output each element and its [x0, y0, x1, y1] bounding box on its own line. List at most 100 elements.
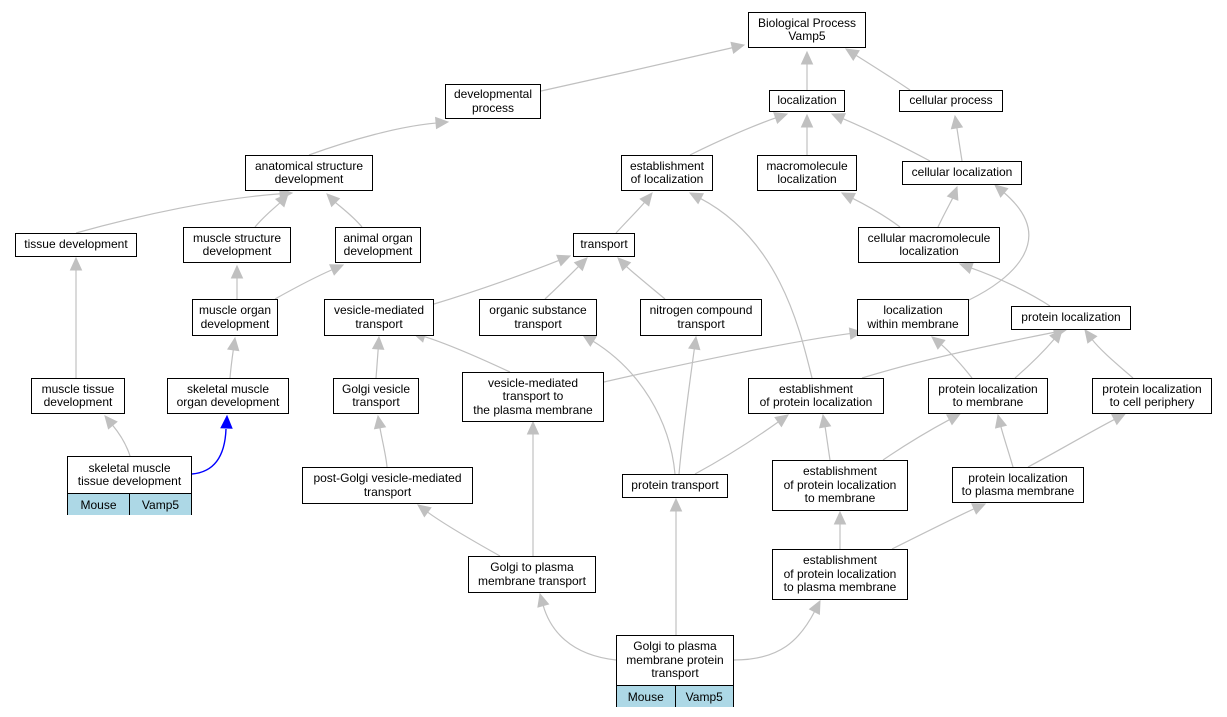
edge-arrowhead — [371, 335, 385, 350]
node-transport[interactable]: transport — [573, 233, 635, 257]
edge-prottrans-to-estprotloc — [694, 420, 780, 475]
edge-arrowhead — [1049, 329, 1063, 344]
node-protein-localization-to-membrane[interactable]: protein localization to membrane — [928, 378, 1048, 414]
node-vesicle-mediated-transport[interactable]: vesicle-mediated transport — [324, 299, 434, 336]
node-nitrogen-compound-transport[interactable]: nitrogen compound transport — [640, 299, 762, 336]
edge-arrowhead — [526, 420, 540, 435]
node-protein-localization-to-cell-periphery[interactable]: protein localization to cell periphery — [1092, 378, 1212, 414]
gene-node-skeletal-muscle-tissue-development[interactable]: skeletal muscle tissue development Mouse… — [67, 456, 192, 515]
edge-golgives-to-vesmed — [375, 347, 379, 379]
node-protein-localization[interactable]: protein localization — [1011, 306, 1131, 330]
edge-arrowhead — [946, 185, 959, 201]
edge-arrowhead — [227, 336, 240, 352]
edge-estloc-to-loc — [689, 117, 777, 156]
species-cell[interactable]: Mouse — [68, 494, 129, 515]
edge-arrowhead — [556, 254, 572, 267]
edge-arrowhead — [617, 257, 632, 272]
node-skeletal-muscle-organ-development[interactable]: skeletal muscle organ development — [167, 378, 289, 414]
gene-node-label: Golgi to plasma membrane protein transpo… — [626, 639, 724, 681]
edge-arrowhead — [994, 184, 1009, 198]
node-cellular-localization[interactable]: cellular localization — [902, 161, 1022, 185]
edge-transport-to-estloc — [615, 201, 646, 234]
edge-prottrans-to-orgsub — [592, 340, 676, 475]
node-muscle-tissue-development[interactable]: muscle tissue development — [31, 378, 125, 414]
edge-arrowhead — [69, 256, 83, 271]
edge-arrowhead — [688, 192, 704, 205]
edge-estprotlocmem-to-protlocmem — [882, 418, 951, 461]
edge-arrowhead — [994, 413, 1008, 429]
edge-arrowhead — [373, 414, 387, 430]
edge-arrowhead — [931, 336, 946, 350]
edge-skeltissue-to-musctissue — [111, 424, 131, 457]
edge-protlocpm-to-protlocperi — [1027, 418, 1116, 468]
node-localization-within-membrane[interactable]: localization within membrane — [857, 299, 969, 336]
node-establishment-of-protein-localization[interactable]: establishment of protein localization — [748, 378, 884, 414]
node-tissue-development[interactable]: tissue development — [15, 233, 137, 257]
node-anatomical-structure-development[interactable]: anatomical structure development — [245, 155, 373, 191]
edge-skelorgan-to-muscorgan — [229, 348, 235, 379]
edge-golgipmprot-to-golgipm — [542, 604, 617, 661]
edge-devproc-to-bp — [540, 46, 734, 92]
node-golgi-vesicle-transport[interactable]: Golgi vesicle transport — [333, 378, 419, 414]
edge-animorgan-to-anat — [334, 201, 363, 228]
node-macromolecule-localization[interactable]: macromolecule localization — [757, 155, 857, 191]
gene-node-label: skeletal muscle tissue development — [77, 460, 182, 488]
species-cell[interactable]: Mouse — [617, 686, 675, 707]
edge-arrowhead — [971, 503, 987, 515]
node-establishment-of-protein-localization-to-membrane[interactable]: establishment of protein localization to… — [772, 460, 908, 511]
edge-prottrans-to-nitro — [678, 347, 696, 475]
node-animal-organ-development[interactable]: animal organ development — [335, 227, 421, 263]
edge-arrowhead — [946, 413, 962, 426]
edge-arrowhead — [1084, 329, 1098, 344]
edge-protlocpm-to-protlocmem — [1000, 425, 1014, 468]
edge-arrowhead — [808, 599, 821, 615]
gene-annotation-row: Mouse Vamp5 — [617, 685, 733, 707]
edge-vesmed-to-transport — [433, 259, 561, 305]
node-vesicle-mediated-transport-to-plasma-membrane[interactable]: vesicle-mediated transport to the plasma… — [462, 372, 604, 422]
edge-anat-to-devproc — [308, 122, 438, 156]
edge-arrowhead — [848, 327, 864, 340]
gene-cell[interactable]: Vamp5 — [129, 494, 191, 515]
edge-arrowhead — [104, 415, 118, 430]
node-protein-localization-to-plasma-membrane[interactable]: protein localization to plasma membrane — [952, 467, 1084, 503]
node-golgi-to-plasma-membrane-transport[interactable]: Golgi to plasma membrane transport — [468, 556, 596, 593]
edge-arrowhead — [329, 264, 345, 276]
edge-arrowhead — [326, 193, 341, 208]
gene-cell[interactable]: Vamp5 — [674, 686, 733, 707]
edge-tissuedev-to-anat — [75, 193, 282, 234]
node-organic-substance-transport[interactable]: organic substance transport — [479, 299, 597, 336]
edge-nitro-to-transport — [625, 265, 666, 300]
node-biological-process[interactable]: Biological Process Vamp5 — [748, 12, 866, 48]
gene-node-golgi-to-plasma-membrane-protein-transport[interactable]: Golgi to plasma membrane protein transpo… — [616, 635, 734, 707]
edge-arrowhead — [220, 414, 233, 429]
edge-arrowhead — [774, 414, 789, 428]
node-muscle-organ-development[interactable]: muscle organ development — [192, 299, 278, 336]
node-cellular-macromolecule-localization[interactable]: cellular macromolecule localization — [858, 227, 1000, 263]
edge-arrowhead — [230, 264, 244, 279]
edge-arrowhead — [800, 50, 814, 65]
node-protein-transport[interactable]: protein transport — [622, 474, 728, 498]
edge-golgipmprot-to-estprotlocmpm_ — [733, 610, 816, 661]
edge-arrowhead — [800, 113, 814, 128]
edge-protloc-to-cellmacroloc — [970, 267, 1051, 307]
edge-cellloc-to-cellproc — [956, 126, 963, 162]
edge-arrowhead — [773, 112, 789, 125]
node-localization[interactable]: localization — [769, 90, 845, 112]
node-post-golgi-vesicle-mediated-transport[interactable]: post-Golgi vesicle-mediated transport — [302, 467, 473, 504]
edge-cellloc-to-loc — [841, 117, 931, 162]
edge-arrowhead — [537, 592, 550, 608]
edge-estprotloc-to-protloc — [861, 331, 1056, 379]
edge-arrowhead — [830, 113, 846, 125]
edge-arrowhead — [844, 48, 860, 61]
edge-arrowhead — [840, 192, 856, 205]
node-cellular-process[interactable]: cellular process — [899, 90, 1003, 112]
node-muscle-structure-development[interactable]: muscle structure development — [183, 227, 291, 263]
edge-skeltissue-to-skelorgan-highlight — [191, 428, 227, 475]
node-establishment-of-localization[interactable]: establishment of localization — [621, 155, 713, 191]
node-developmental-process[interactable]: developmental process — [445, 84, 541, 119]
edge-arrowhead — [669, 497, 683, 512]
edge-muscstruct-to-anat — [254, 201, 282, 228]
node-establishment-of-protein-localization-to-plasma-membrane[interactable]: establishment of protein localization to… — [772, 549, 908, 600]
edge-protlocperi-to-protloc — [1091, 338, 1134, 379]
